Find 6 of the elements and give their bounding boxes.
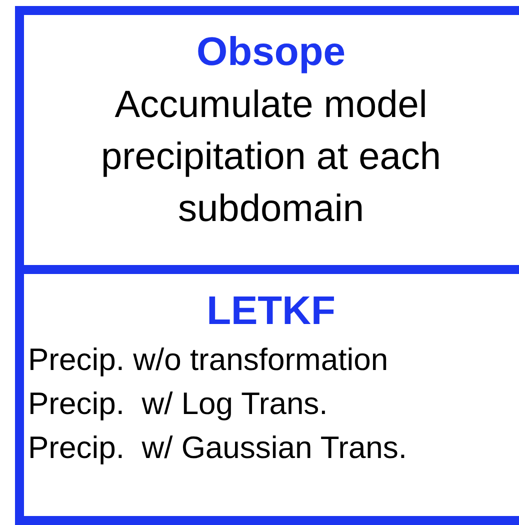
description-text: Accumulate model precipitation at each subdomain <box>100 83 442 232</box>
panel-heading: Obsope <box>196 29 346 75</box>
method-text: Precip. w/o transformation <box>28 342 388 378</box>
panel-heading: LETKF <box>206 288 336 334</box>
method-text: Precip. w/ Gaussian Trans. <box>28 430 408 466</box>
method-text: Precip. w/ Log Trans. <box>28 386 328 422</box>
